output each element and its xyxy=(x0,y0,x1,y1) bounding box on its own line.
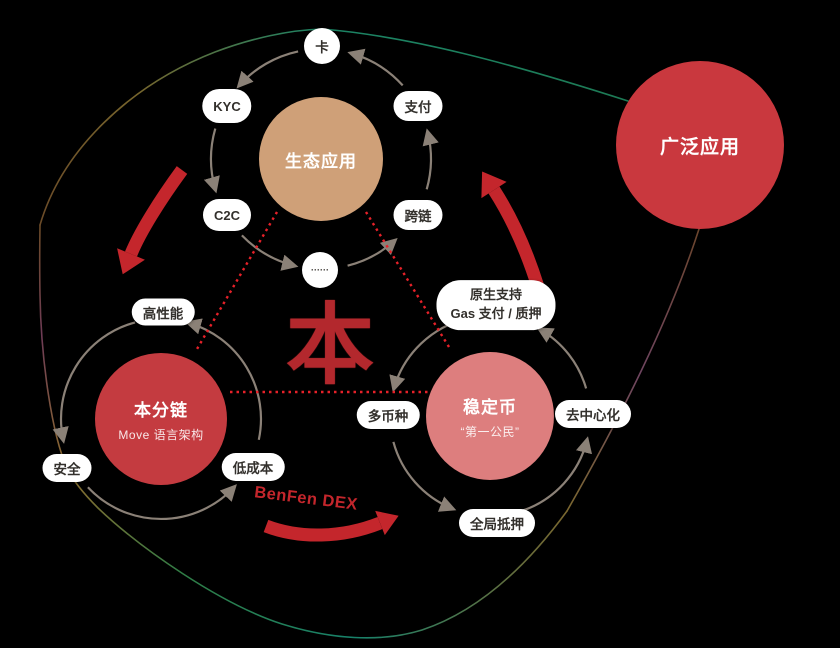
satellite-c2c: C2C xyxy=(202,199,252,231)
native-support-line2: Gas 支付 / 质押 xyxy=(450,306,542,321)
satellite-card: 卡 xyxy=(304,28,340,64)
satellite-decentralized: 去中心化 xyxy=(555,400,631,428)
satellite-global-collateral: 全局抵押 xyxy=(459,509,535,537)
satellite-security: 安全 xyxy=(42,454,92,482)
stablecoin-title: 稳定币 xyxy=(463,397,517,417)
satellite-more-dots: ······ xyxy=(302,252,338,288)
satellite-high-performance: 高性能 xyxy=(131,298,195,326)
center-ben-glyph: 本 xyxy=(285,292,375,397)
satellite-multi-currency: 多币种 xyxy=(356,401,420,429)
ecosystem-circle: 生态应用 xyxy=(259,97,383,221)
stablecoin-circle: 稳定币 “第一公民” xyxy=(426,352,554,480)
satellite-kyc: KYC xyxy=(202,89,252,123)
chain-circle: 本分链 Move 语言架构 xyxy=(95,353,227,485)
wide-application-circle: 广泛应用 xyxy=(616,61,784,229)
satellite-crosschain: 跨链 xyxy=(393,200,443,230)
benfen-dex-arrow xyxy=(263,510,399,542)
native-support-line1: 原生支持 xyxy=(469,287,522,303)
satellite-payment: 支付 xyxy=(393,91,443,121)
wide-application-title: 广泛应用 xyxy=(659,136,740,158)
red-flow-arrow-right xyxy=(481,171,545,289)
ecosystem-orbit-arrows xyxy=(203,48,439,271)
satellite-low-cost: 低成本 xyxy=(221,453,285,481)
outer-loop-curve xyxy=(38,28,700,639)
chain-subtitle: Move 语言架构 xyxy=(118,427,204,442)
red-flow-arrow-left xyxy=(117,166,188,275)
stablecoin-subtitle: “第一公民” xyxy=(460,424,520,439)
chain-title: 本分链 xyxy=(134,400,188,420)
dotted-connection-lines xyxy=(195,211,451,394)
satellite-native-support: 原生支持 Gas 支付 / 质押 xyxy=(436,280,556,330)
ecosystem-title: 生态应用 xyxy=(285,151,357,171)
